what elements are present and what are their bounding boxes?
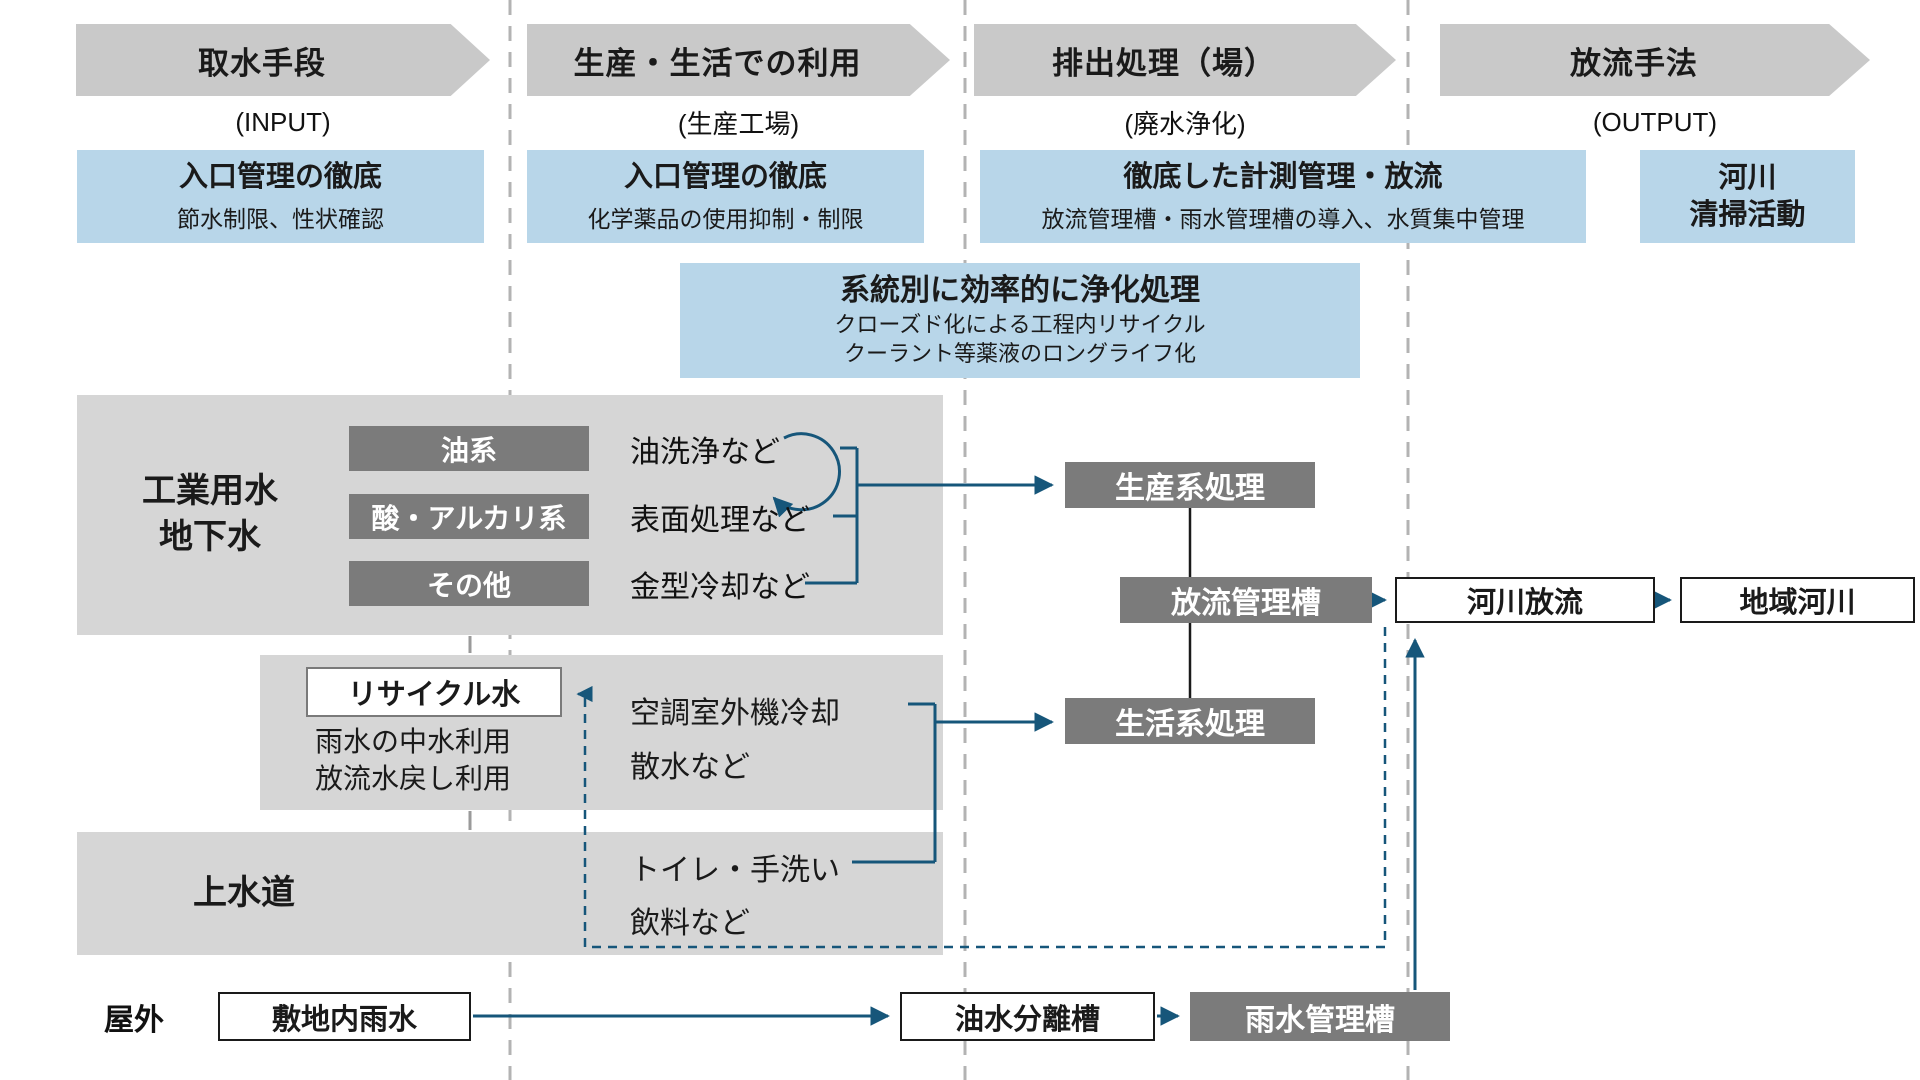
discharge-tank-box: 放流管理槽: [1120, 577, 1372, 623]
purification-line2: クーラント等薬液のロングライフ化: [843, 341, 1196, 367]
production-treatment-box: 生産系処理: [1065, 462, 1315, 508]
policy-subtitle: 放流管理槽・雨水管理槽の導入、水質集中管理: [1041, 205, 1525, 232]
header-arrow-discharge: 排出処理（場）: [974, 24, 1396, 96]
category-box-other: その他: [349, 561, 589, 606]
usage-oil-washing: 油洗浄など: [630, 435, 780, 469]
policy-box-river-cleanup: 河川 清掃活動: [1640, 150, 1855, 243]
purification-title: 系統別に効率的に浄化処理: [840, 274, 1200, 308]
river-discharge-box: 河川放流: [1395, 577, 1655, 623]
subtitle-factory: (生産工場): [677, 108, 800, 139]
domestic-treatment-box: 生活系処理: [1065, 698, 1315, 744]
recycle-water-notes: 雨水の中水利用 放流水戻し利用: [315, 726, 512, 794]
outdoor-label: 屋外: [104, 1003, 164, 1037]
policy-title: 徹底した計測管理・放流: [1123, 161, 1443, 194]
industrial-water-label: 工業用水 地下水: [142, 472, 278, 556]
usage-mold-cooling: 金型冷却など: [630, 570, 810, 604]
policy-box-usage: 入口管理の徹底 化学薬品の使用抑制・制限: [527, 150, 924, 243]
policy-title: 入口管理の徹底: [178, 161, 382, 194]
recycle-water-box: リサイクル水: [306, 667, 562, 717]
rainwater-tank-box: 雨水管理槽: [1190, 992, 1450, 1041]
category-box-oil: 油系: [349, 426, 589, 471]
usage-toilet-drinking: トイレ・手洗い 飲料など: [630, 854, 840, 940]
site-rainwater-box: 敷地内雨水: [218, 992, 471, 1041]
subtitle-output: (OUTPUT): [1592, 106, 1718, 137]
tap-water-label: 上水道: [193, 874, 295, 913]
dashed-recycle-return-line: [576, 627, 1387, 949]
purification-box: 系統別に効率的に浄化処理 クローズド化による工程内リサイクル クーラント等薬液の…: [680, 263, 1360, 378]
subtitle-wastewater: (廃水浄化): [1124, 108, 1246, 139]
policy-subtitle: 節水制限、性状確認: [177, 205, 384, 232]
policy-subtitle: 化学薬品の使用抑制・制限: [587, 205, 864, 232]
policy-box-intake: 入口管理の徹底 節水制限、性状確認: [77, 150, 484, 243]
header-arrow-intake: 取水手段: [76, 24, 490, 96]
circulation-arrow-icon: [772, 432, 841, 518]
header-arrow-outflow: 放流手法: [1440, 24, 1870, 96]
category-box-acid-alkali: 酸・アルカリ系: [349, 494, 589, 539]
header-arrow-usage: 生産・生活での利用: [527, 24, 950, 96]
usage-surface-treatment: 表面処理など: [630, 503, 810, 537]
production-bracket: [805, 446, 859, 585]
policy-title: 河川 清掃活動: [1689, 162, 1806, 231]
purification-line1: クローズド化による工程内リサイクル: [834, 311, 1206, 337]
policy-box-discharge: 徹底した計測管理・放流 放流管理槽・雨水管理槽の導入、水質集中管理: [980, 150, 1586, 243]
tap-water-panel: [77, 832, 943, 955]
regional-river-box: 地域河川: [1680, 577, 1915, 623]
policy-title: 入口管理の徹底: [623, 161, 827, 194]
oil-water-separator-box: 油水分離槽: [900, 992, 1155, 1041]
usage-aircon-sprinkling: 空調室外機冷却 散水など: [630, 697, 840, 784]
domestic-bracket: [852, 702, 937, 864]
subtitle-input: (INPUT): [235, 106, 331, 137]
